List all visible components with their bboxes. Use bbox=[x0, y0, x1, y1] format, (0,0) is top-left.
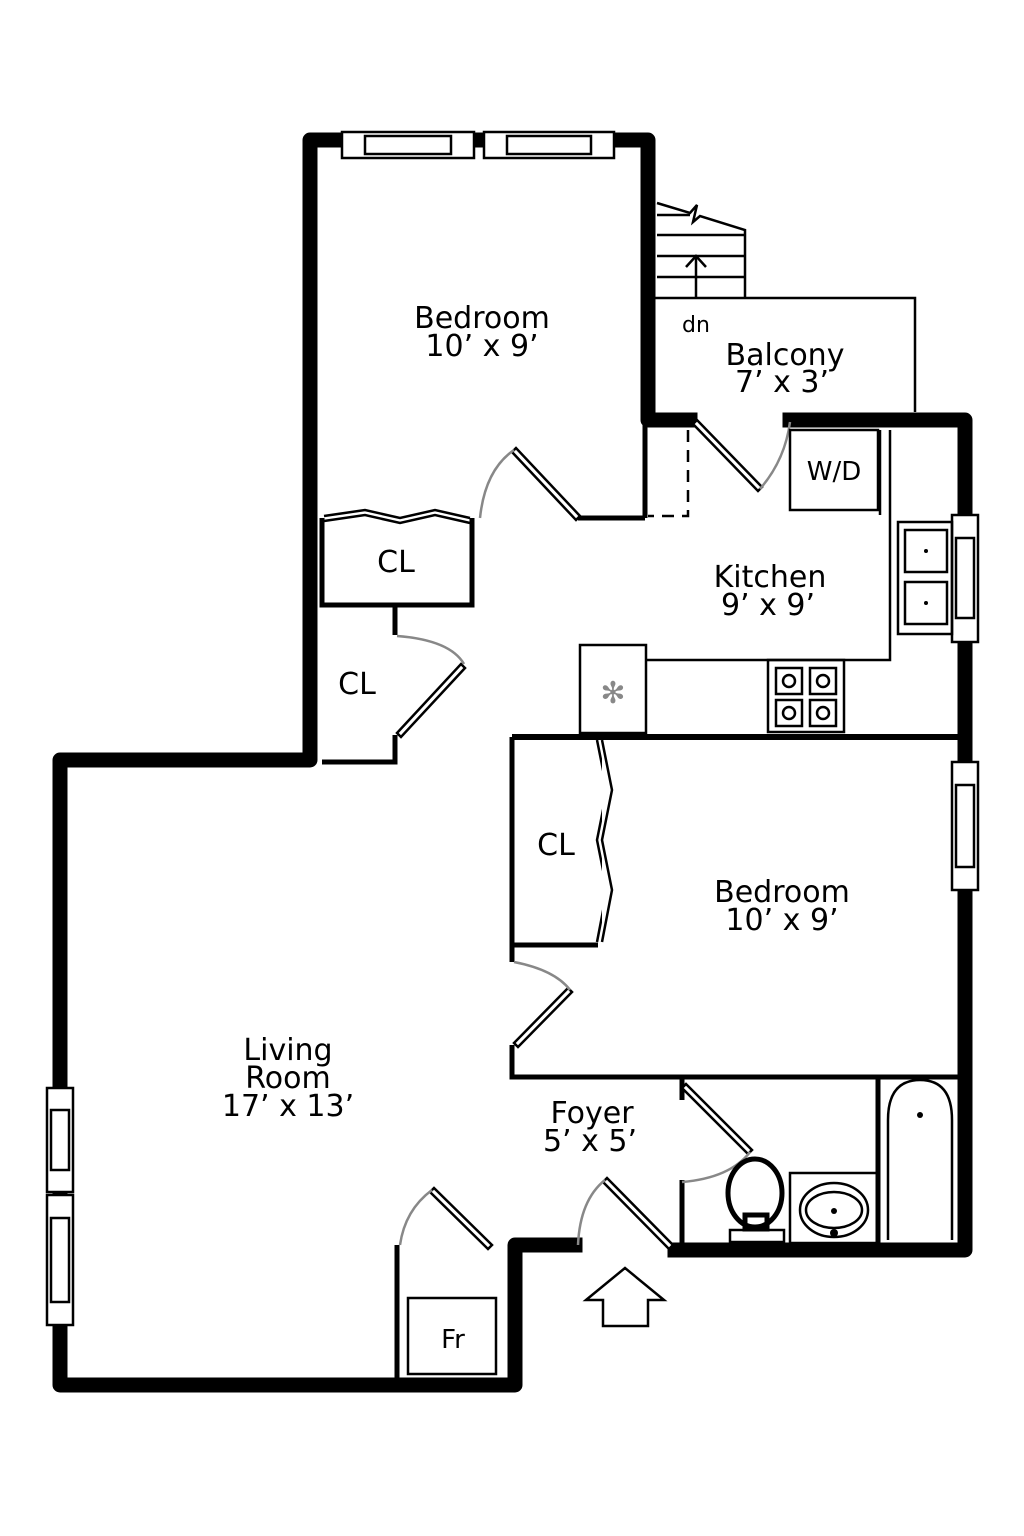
bathroom-sink bbox=[788, 1171, 880, 1245]
kitchen-name: Kitchen bbox=[714, 560, 827, 595]
entry-door[interactable] bbox=[576, 1176, 675, 1251]
window-bedroom-2 bbox=[950, 760, 980, 892]
window-left-lower bbox=[45, 1193, 75, 1327]
closet-2: CL bbox=[322, 605, 398, 765]
closet-1-label: CL bbox=[377, 545, 415, 580]
bathroom-walls bbox=[679, 1077, 881, 1245]
living-room-size: 17’ x 13’ bbox=[222, 1089, 354, 1124]
window-top-right bbox=[482, 130, 616, 160]
closet-2-label: CL bbox=[338, 667, 376, 702]
windows bbox=[45, 130, 980, 1327]
bathtub bbox=[886, 1078, 954, 1240]
window-left-upper bbox=[45, 1086, 75, 1194]
dashed-line bbox=[648, 430, 690, 518]
foyer-size: 5’ x 5’ bbox=[543, 1124, 637, 1159]
coat-closet: Fr bbox=[394, 1245, 498, 1378]
closet-2-door[interactable] bbox=[395, 634, 467, 739]
entry-arrow-icon bbox=[582, 1266, 668, 1328]
kitchen-size: 9’ x 9’ bbox=[721, 588, 815, 623]
bedroom-2-walls bbox=[509, 734, 958, 1080]
living-room-name-line2: Room bbox=[245, 1061, 330, 1096]
washer-dryer: W/D bbox=[788, 428, 880, 512]
bathroom-door[interactable] bbox=[680, 1082, 754, 1184]
foyer-name: Foyer bbox=[550, 1096, 634, 1131]
kitchen-counter bbox=[646, 430, 892, 662]
living-room-name-line1: Living bbox=[243, 1033, 332, 1068]
closet-1: CL bbox=[319, 508, 475, 608]
balcony-size: 7’ x 3’ bbox=[735, 365, 829, 400]
stairs-down-label: dn bbox=[682, 313, 710, 338]
bedroom-1-size: 10’ x 9’ bbox=[425, 329, 538, 364]
washer-dryer-label: W/D bbox=[807, 457, 862, 487]
toilet bbox=[725, 1156, 786, 1244]
closet-3: CL bbox=[537, 739, 614, 943]
closet-3-label: CL bbox=[537, 828, 575, 863]
bedroom-2-name: Bedroom bbox=[714, 875, 850, 910]
window-top-left bbox=[340, 130, 476, 160]
bedroom-2-size: 10’ x 9’ bbox=[725, 903, 838, 938]
stairs bbox=[656, 201, 747, 298]
balcony-door[interactable] bbox=[691, 418, 792, 493]
kitchen-sink bbox=[896, 520, 954, 636]
refrigerator: ✻ bbox=[578, 643, 648, 735]
bedroom-1-name: Bedroom bbox=[414, 301, 550, 336]
balcony-outline bbox=[655, 296, 917, 412]
bedroom-1-door[interactable] bbox=[478, 446, 582, 522]
snowflake-icon: ✻ bbox=[600, 676, 625, 711]
coat-closet-door[interactable] bbox=[398, 1186, 494, 1251]
balcony-name: Balcony bbox=[726, 338, 845, 373]
fridge-closet-label: Fr bbox=[441, 1325, 465, 1355]
window-kitchen bbox=[950, 513, 980, 644]
stove bbox=[766, 658, 846, 734]
bedroom-2-door[interactable] bbox=[512, 960, 574, 1049]
